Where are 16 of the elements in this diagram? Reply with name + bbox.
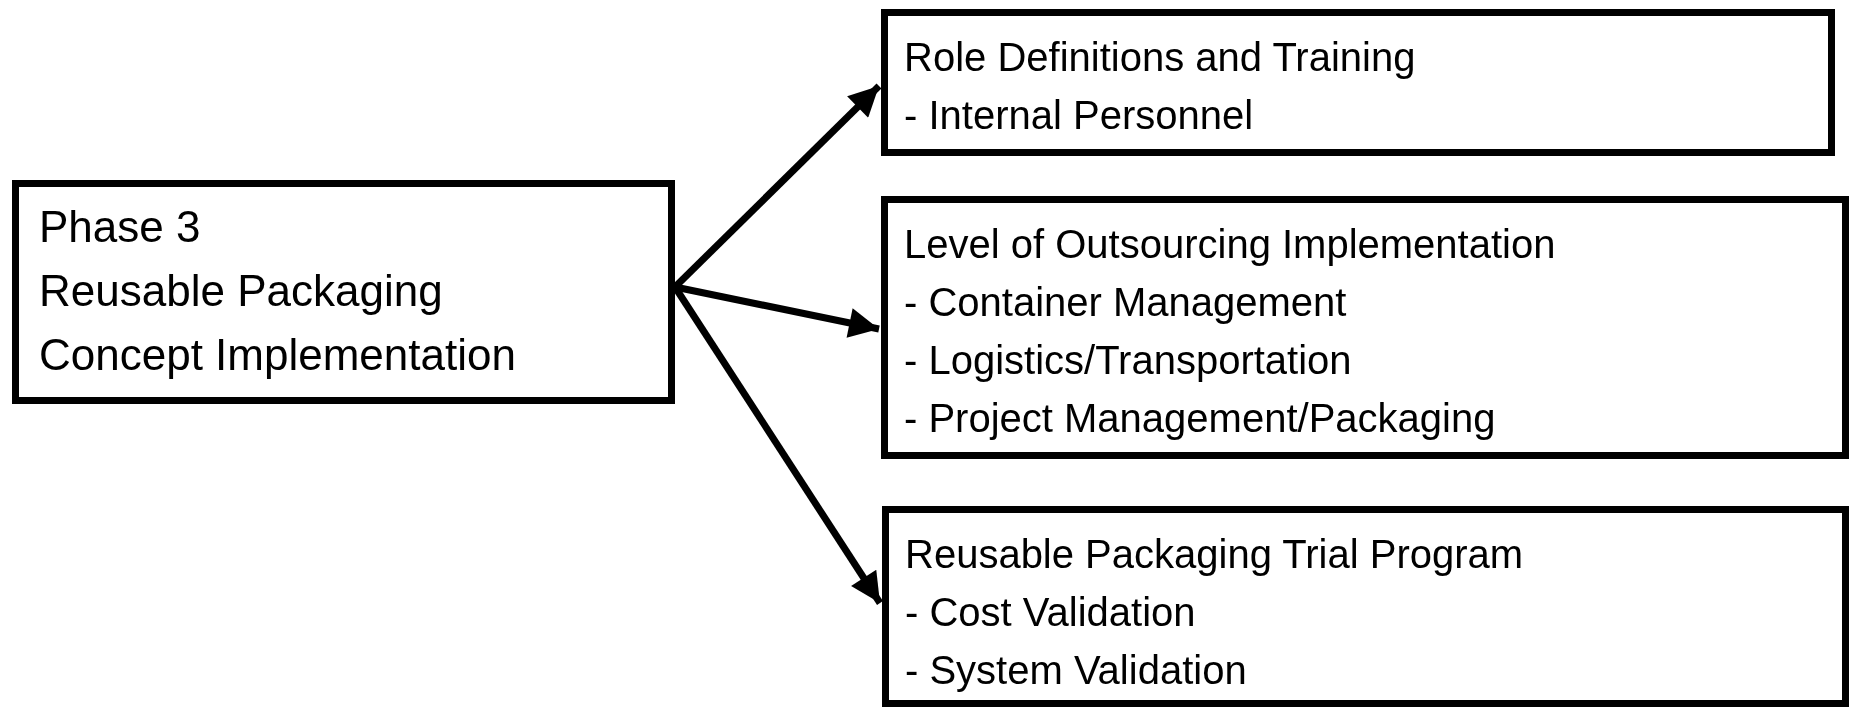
- text-box: [12, 180, 675, 404]
- body-text: - Internal Personnel: [904, 92, 1255, 139]
- body-text: - Container Management: [904, 279, 1348, 326]
- text-box: [881, 196, 1849, 459]
- heading-text: Level of Outsourcing Implementation: [904, 221, 1557, 268]
- heading-text: Phase 3: [39, 201, 202, 253]
- body-text: - Project Management/Packaging: [904, 395, 1497, 442]
- text-box: [882, 506, 1849, 707]
- body-text: - Cost Validation: [905, 589, 1197, 636]
- heading-text: Role Definitions and Training: [904, 34, 1417, 81]
- body-text: - Logistics/Transportation: [904, 337, 1353, 384]
- body-text: Reusable Packaging: [39, 265, 444, 317]
- body-text: - System Validation: [905, 647, 1248, 694]
- heading-text: Reusable Packaging Trial Program: [905, 531, 1525, 578]
- body-text: Concept Implementation: [39, 329, 517, 381]
- text-box: [881, 9, 1835, 156]
